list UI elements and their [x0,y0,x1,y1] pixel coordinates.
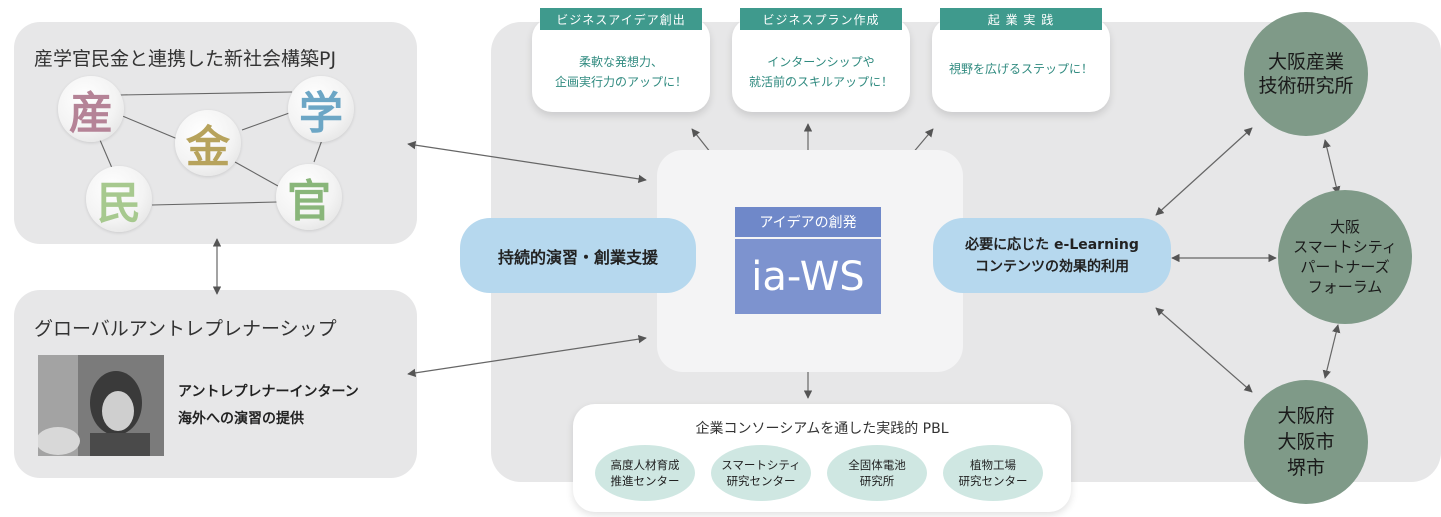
right-pill: 必要に応じた e-Learning コンテンツの効果的利用 [933,218,1171,293]
kanji-min: 民 [86,166,152,232]
mini-circle-solid-battery: 全固体電池 研究所 [827,445,927,501]
left-bottom-line1: アントレプレナーインターン [178,384,359,400]
kanji-san: 産 [58,76,124,142]
left-pill: 持続的演習・創業支援 [460,218,696,293]
mini-circle-advanced-hr: 高度人材育成 推進センター [595,445,695,501]
left-bottom-line2: 海外への演習の提供 [178,411,304,427]
center-title: ia-WS [735,239,881,314]
circle-osaka-governments: 大阪府 大阪市 堺市 [1244,380,1368,504]
left-top-title: 産学官民金と連携した新社会構築PJ [34,48,337,70]
tag-business-idea: ビジネスアイデア創出 [540,8,702,30]
consortium-title: 企業コンソーシアムを通した実践的 PBL [695,421,949,437]
right-pill-line2: コンテンツの効果的利用 [975,258,1129,275]
mini-circle-plant-factory: 植物工場 研究センター [943,445,1043,501]
tag-startup-practice: 起 業 実 践 [940,8,1102,30]
right-pill-line1: 必要に応じた e-Learning [965,236,1139,253]
student-photo [38,355,164,456]
kanji-kan: 官 [276,164,342,230]
kanji-gaku: 学 [288,76,354,142]
center-header: アイデアの創発 [735,207,881,237]
mini-circle-smart-city: スマートシティ 研究センター [711,445,811,501]
card-business-idea: 柔軟な発想力、 企画実行力のアップに！ [532,18,710,112]
left-bottom-title: グローバルアントレプレナーシップ [34,318,337,340]
tag-business-plan: ビジネスプラン作成 [740,8,902,30]
circle-osaka-smart-city-forum: 大阪 スマートシティ パートナーズ フォーラム [1278,190,1412,324]
circle-osaka-industrial-research: 大阪産業 技術研究所 [1244,12,1368,136]
card-startup-practice: 視野を広げるステップに！ [932,18,1110,112]
card-business-plan: インターンシップや 就活前のスキルアップに！ [732,18,910,112]
kanji-kin: 金 [175,110,241,176]
